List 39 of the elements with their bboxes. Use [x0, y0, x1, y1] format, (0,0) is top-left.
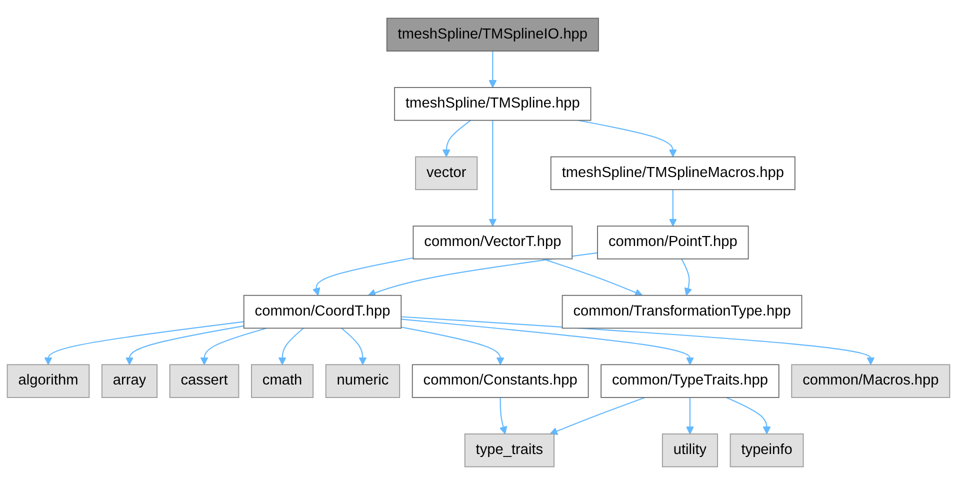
arrow: [44, 321, 244, 366]
node-box: common/VectorT.hpp: [412, 226, 573, 260]
arrow: [681, 258, 692, 296]
arrow: [401, 318, 694, 366]
arrow: [550, 396, 646, 435]
node-box: common/Constants.hpp: [412, 364, 589, 398]
node-box: type_traits: [464, 434, 554, 468]
node-box: common/CoordT.hpp: [243, 294, 402, 329]
arrow: [341, 328, 367, 366]
node-box: cmath: [251, 364, 314, 398]
node-box: algorithm: [6, 364, 90, 398]
arrow: [442, 120, 472, 158]
node-box: utility: [662, 434, 718, 468]
arrow: [125, 325, 244, 366]
arrow: [200, 328, 267, 366]
node-box: common/TypeTraits.hpp: [600, 364, 780, 398]
node-box: numeric: [325, 364, 400, 398]
arrow: [668, 190, 677, 226]
arrow: [401, 326, 504, 366]
node-box: vector: [415, 156, 478, 190]
arrow: [278, 328, 304, 366]
node-box: tmeshSpline/TMSplineIO.hpp: [386, 18, 599, 52]
arrow: [312, 257, 414, 296]
arrow: [488, 51, 497, 88]
arrow: [686, 397, 694, 434]
arrow: [578, 120, 677, 158]
arrow: [368, 252, 598, 297]
node-box: typeinfo: [730, 434, 804, 468]
arrow: [726, 396, 771, 434]
node-box: common/TransformationType.hpp: [562, 294, 802, 329]
node-box: tmeshSpline/TMSpline.hpp: [394, 87, 592, 121]
arrow: [401, 316, 875, 366]
arrow: [488, 120, 497, 226]
node-box: cassert: [169, 364, 240, 398]
node-box: common/Macros.hpp: [791, 364, 950, 398]
arrow: [499, 397, 508, 434]
node-box: tmeshSpline/TMSplineMacros.hpp: [550, 156, 796, 190]
node-box: array: [101, 364, 158, 398]
node-box: common/PointT.hpp: [597, 226, 749, 260]
